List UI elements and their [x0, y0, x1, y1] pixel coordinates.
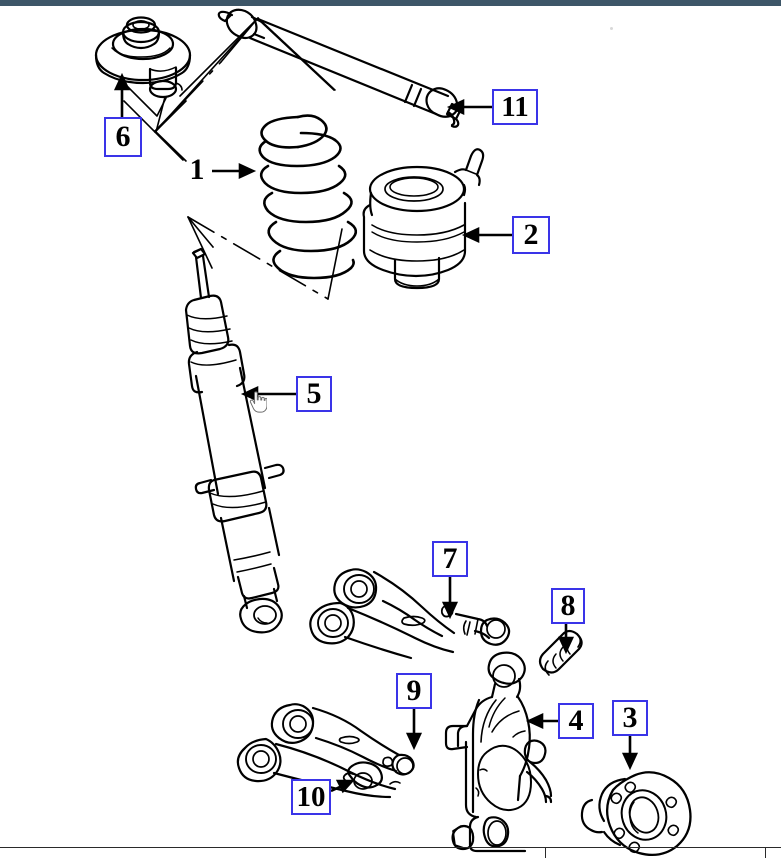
- callout-3[interactable]: 3: [612, 700, 648, 736]
- arrow-to-1: [212, 162, 257, 180]
- callout-label: 6: [115, 120, 131, 153]
- callout-label: 11: [501, 90, 529, 123]
- callout-label: 2: [523, 218, 539, 251]
- callout-8[interactable]: 8: [551, 588, 585, 624]
- phantom-line-lower: [187, 216, 343, 300]
- part-air-spring: [362, 148, 485, 290]
- callout-label: 8: [560, 589, 576, 622]
- callout-label: 4: [568, 704, 584, 737]
- callout-label: 9: [406, 674, 422, 707]
- footer-divider: [765, 847, 766, 858]
- footer-rule: [0, 847, 781, 848]
- image-artifact-speck: [610, 27, 613, 30]
- arrow-to-10: [330, 779, 355, 794]
- callout-5[interactable]: 5: [296, 376, 332, 412]
- part-shock-absorber: [184, 247, 285, 634]
- phantom-line-upper-2: [154, 18, 335, 162]
- phantom-line-upper: [154, 17, 259, 132]
- arrow-to-2: [461, 226, 512, 244]
- callout-4[interactable]: 4: [558, 703, 594, 739]
- window-top-bar: [0, 0, 781, 6]
- callout-2[interactable]: 2: [512, 216, 550, 254]
- footer-divider: [545, 847, 546, 858]
- part-lower-control-arm: [236, 703, 415, 799]
- callout-label: 1: [189, 153, 205, 186]
- callout-1[interactable]: 1: [186, 152, 208, 188]
- arrow-to-3: [621, 736, 639, 771]
- part-upper-strut-mount: [94, 16, 192, 99]
- callout-6[interactable]: 6: [104, 117, 142, 157]
- arrow-to-8: [557, 624, 575, 655]
- arrow-to-9: [405, 709, 423, 751]
- part-lower-arm-bushing: [342, 761, 383, 790]
- part-lateral-link: [217, 8, 463, 128]
- callout-label: 7: [442, 542, 458, 575]
- callout-9[interactable]: 9: [396, 673, 432, 709]
- callout-10[interactable]: 10: [291, 779, 331, 815]
- callout-label: 5: [306, 377, 322, 410]
- arrow-to-11: [446, 98, 492, 116]
- arrow-to-6: [113, 72, 131, 117]
- part-coil-spring: [258, 114, 358, 280]
- callout-11[interactable]: 11: [492, 89, 538, 125]
- callout-7[interactable]: 7: [432, 541, 468, 577]
- arrow-to-5: [240, 385, 296, 403]
- part-upper-control-arm: [309, 568, 511, 660]
- callout-label: 10: [296, 780, 326, 813]
- part-wheel-hub: [580, 771, 692, 856]
- arrow-to-4: [525, 712, 558, 730]
- callout-label: 3: [622, 701, 638, 734]
- arrow-to-7: [441, 577, 459, 620]
